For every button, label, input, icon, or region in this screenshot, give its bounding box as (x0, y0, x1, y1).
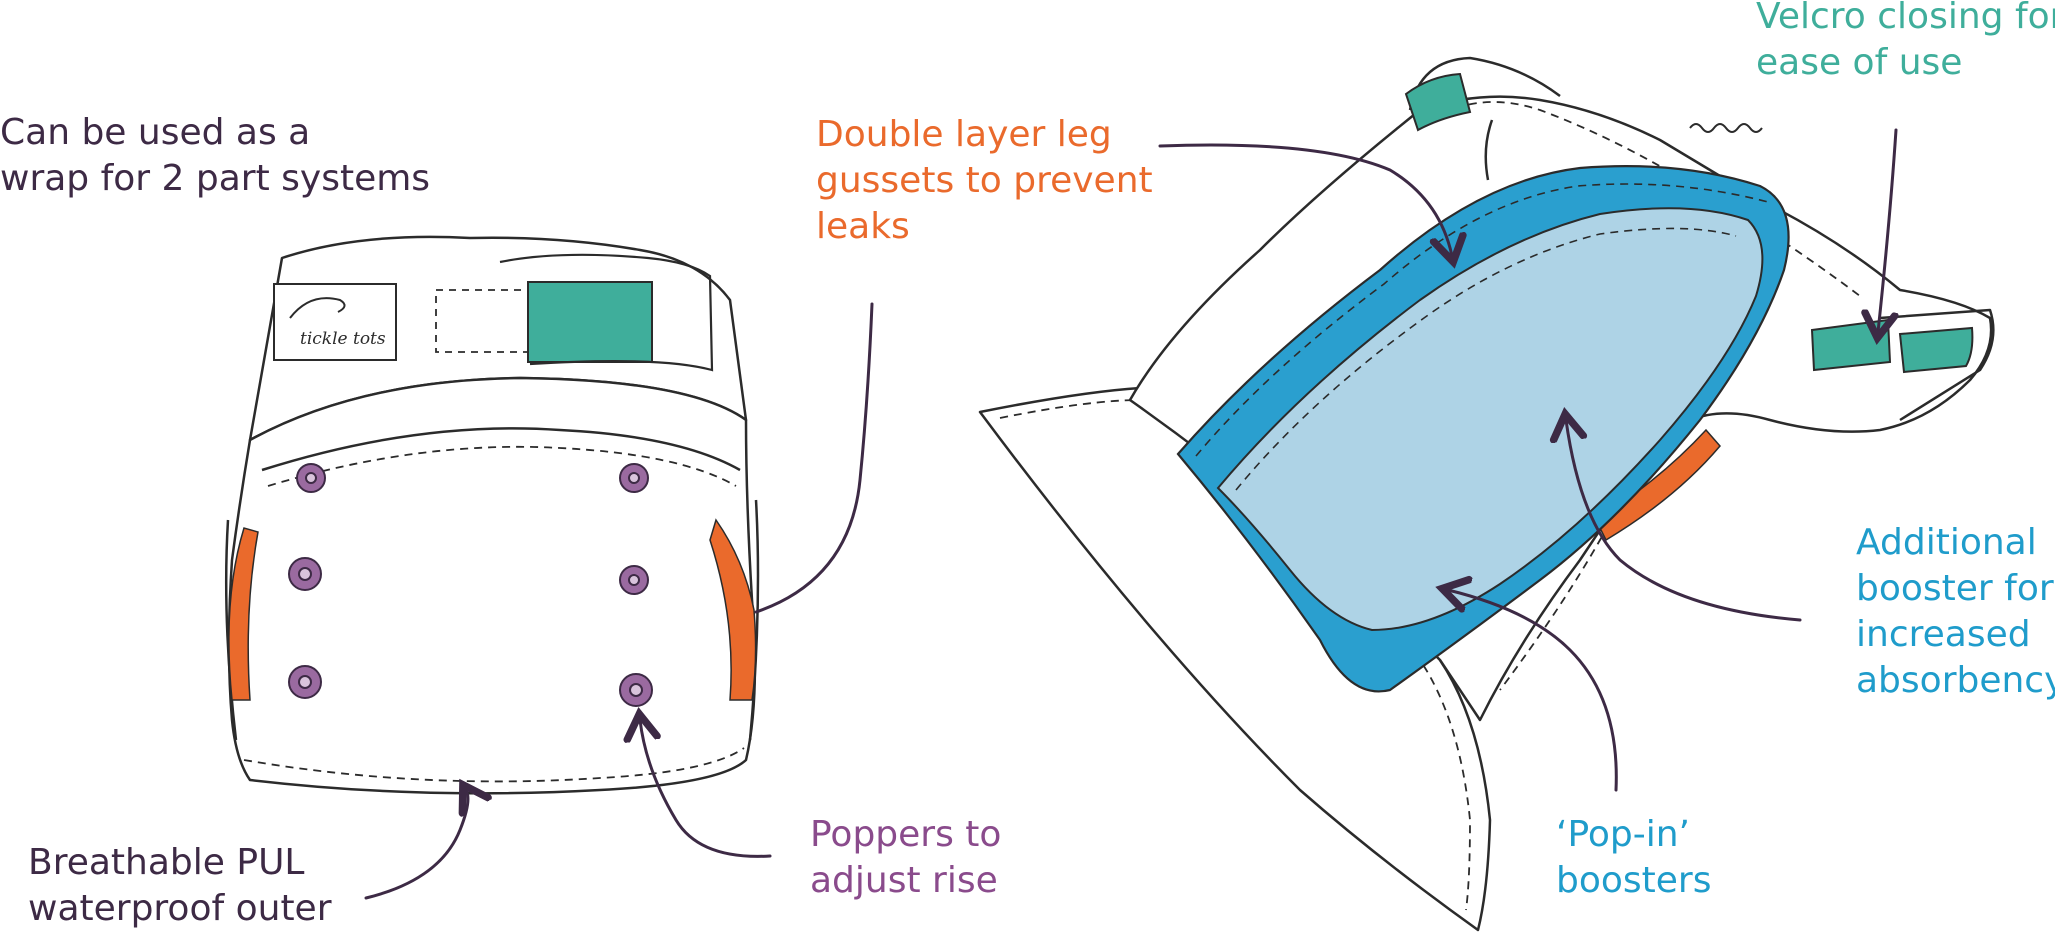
arrow-leg-front (754, 302, 874, 614)
label-line: ‘Pop-in’ (1556, 814, 1690, 855)
arrow-pop-in (1448, 590, 1618, 792)
label-additional-booster: Additional booster for increased absorbe… (1856, 520, 2055, 704)
front-gusset-right (709, 518, 757, 701)
label-pop-in-boosters: ‘Pop-in’ boosters (1556, 812, 1711, 904)
poppers (288, 463, 653, 707)
label-velcro: Velcro closing for ease of use (1756, 0, 2055, 86)
label-leg-gussets: Double layer leg gussets to prevent leak… (816, 112, 1153, 250)
label-line: ease of use (1756, 42, 1963, 83)
label-poppers: Poppers to adjust rise (810, 812, 1001, 904)
arrow-outer (364, 790, 468, 900)
label-line: booster for (1856, 568, 2054, 609)
arrow-poppers (640, 720, 772, 858)
label-line: gussets to prevent (816, 160, 1153, 201)
front-gusset-left (228, 527, 259, 701)
label-line: wrap for 2 part systems (0, 158, 431, 199)
label-line: leaks (816, 206, 910, 247)
label-line: increased (1856, 614, 2031, 655)
brand-label: tickle tots (273, 283, 397, 361)
arrow-velcro (1878, 128, 1896, 332)
arrows (364, 128, 1896, 900)
label-line: absorbency (1856, 660, 2055, 701)
label-line: Additional (1856, 522, 2037, 563)
velcro-tab-right-2 (1898, 326, 1974, 374)
velcro-tab-top (1404, 72, 1472, 132)
label-breathable-outer: Breathable PUL waterproof outer (28, 840, 332, 932)
brand-text: tickle tots (300, 329, 386, 349)
label-line: boosters (1556, 860, 1712, 901)
label-line: waterproof outer (28, 888, 332, 929)
arrow-booster (1566, 420, 1802, 622)
label-line: Velcro closing for (1756, 0, 2055, 37)
label-line: Double layer leg (816, 114, 1112, 155)
front-velcro-tab (527, 281, 653, 363)
label-line: Poppers to (810, 814, 1002, 855)
label-line: adjust rise (810, 860, 998, 901)
label-wrap-systems: Can be used as a wrap for 2 part systems (0, 110, 430, 202)
label-line: Breathable PUL (28, 842, 305, 883)
additional-booster (1216, 207, 1764, 632)
arrow-leg-open (1158, 143, 1452, 256)
label-line: Can be used as a (0, 112, 311, 153)
